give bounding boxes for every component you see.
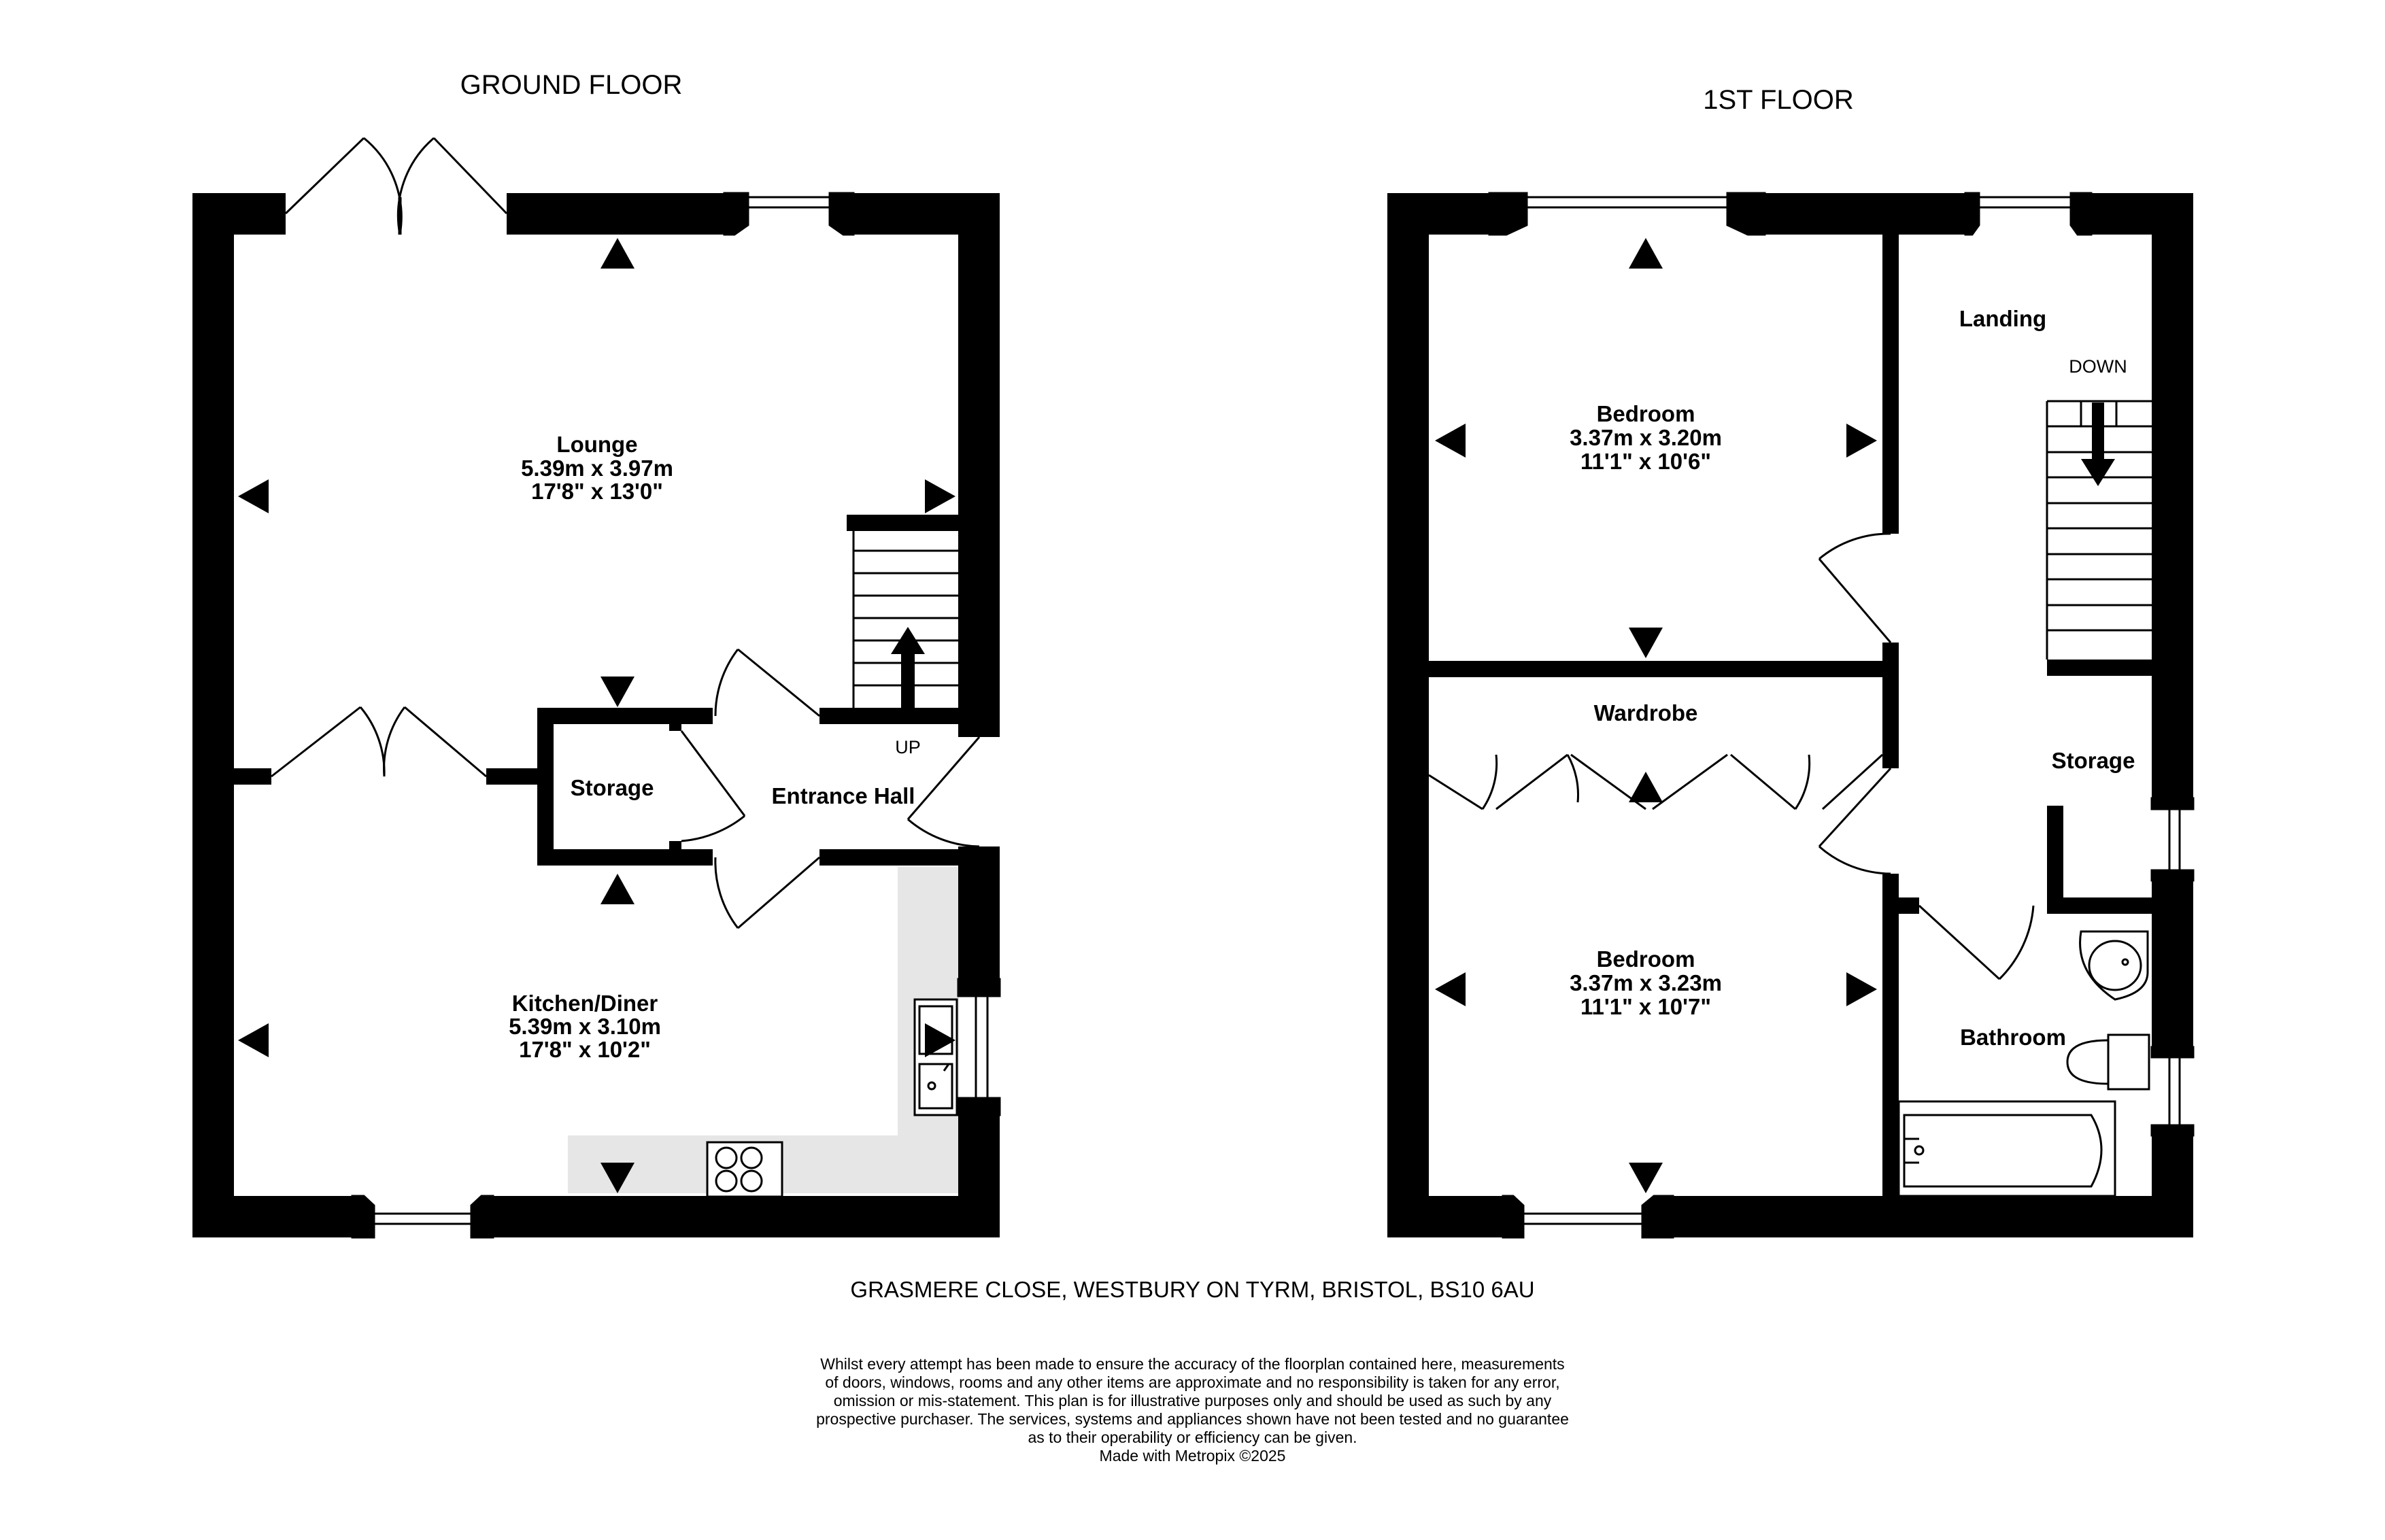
property-address: GRASMERE CLOSE, WESTBURY ON TYRM, BRISTO… [850,1277,1535,1302]
disclaimer-line: prospective purchaser. The services, sys… [816,1410,1569,1428]
ground-floor-windows [351,192,1001,1239]
ground-floor-doors [271,137,981,929]
bedroom2-name: Bedroom [1597,946,1695,972]
first-floor-plan: 1ST FLOOR Bedroom 3.37m x 3.20m 11'1" x … [1387,85,2195,1239]
ground-floor-stairs [852,531,958,711]
bedroom1-dim-imperial: 11'1" x 10'6" [1580,449,1711,474]
entrance-hall-name: Entrance Hall [772,783,915,808]
kitchen-diner-name: Kitchen/Diner [512,991,658,1016]
ground-floor-plan: GROUND FLOOR Lounge 5.39m x 3.97m 17'8" … [192,70,1001,1239]
ground-floor-title: GROUND FLOOR [460,70,683,100]
ground-floor-walls [192,193,1000,1237]
landing-name: Landing [1959,306,2046,331]
bathroom-bath [1897,1100,2116,1197]
wardrobe-name: Wardrobe [1594,700,1698,725]
first-floor-stairs [2046,400,2152,660]
bathroom-name: Bathroom [1960,1025,2066,1050]
bedroom1-name: Bedroom [1597,401,1695,426]
kitchen-hob [706,1141,783,1198]
ground-floor-measure-arrows [238,238,955,1193]
first-floor-walls [1387,193,2193,1237]
bedroom1-dim-metric: 3.37m x 3.20m [1570,425,1722,450]
bathroom-basin [2079,930,2149,1001]
bedroom2-dim-metric: 3.37m x 3.23m [1570,970,1722,995]
stairs-up-label: UP [895,737,921,757]
landing-storage-name: Storage [2052,748,2135,773]
stairs-down-label: DOWN [2069,356,2127,377]
kitchen-dim-imperial: 17'8" x 10'2" [519,1037,651,1062]
disclaimer-line: of doors, windows, rooms and any other i… [825,1373,1560,1391]
storage-name: Storage [571,775,654,800]
bedroom2-dim-imperial: 11'1" x 10'7" [1580,994,1711,1019]
kitchen-sink [913,998,958,1116]
lounge-dim-metric: 5.39m x 3.97m [521,456,673,481]
disclaimer-line: omission or mis-statement. This plan is … [833,1392,1552,1409]
bathroom-toilet [2066,1033,2150,1091]
disclaimer-credit: Made with Metropix ©2025 [1099,1447,1286,1465]
lounge-dim-imperial: 17'8" x 13'0" [531,479,663,504]
disclaimer: Whilst every attempt has been made to en… [748,1355,1637,1465]
kitchen-dim-metric: 5.39m x 3.10m [509,1014,661,1039]
first-floor-windows [1488,192,2195,1239]
lounge-name: Lounge [556,432,637,457]
disclaimer-line: as to their operability or efficiency ca… [1028,1428,1357,1446]
disclaimer-line: Whilst every attempt has been made to en… [820,1355,1565,1373]
first-floor-title: 1ST FLOOR [1703,85,1854,115]
first-floor-measure-arrows [1435,238,1877,1193]
first-floor-doors [1428,532,2035,980]
